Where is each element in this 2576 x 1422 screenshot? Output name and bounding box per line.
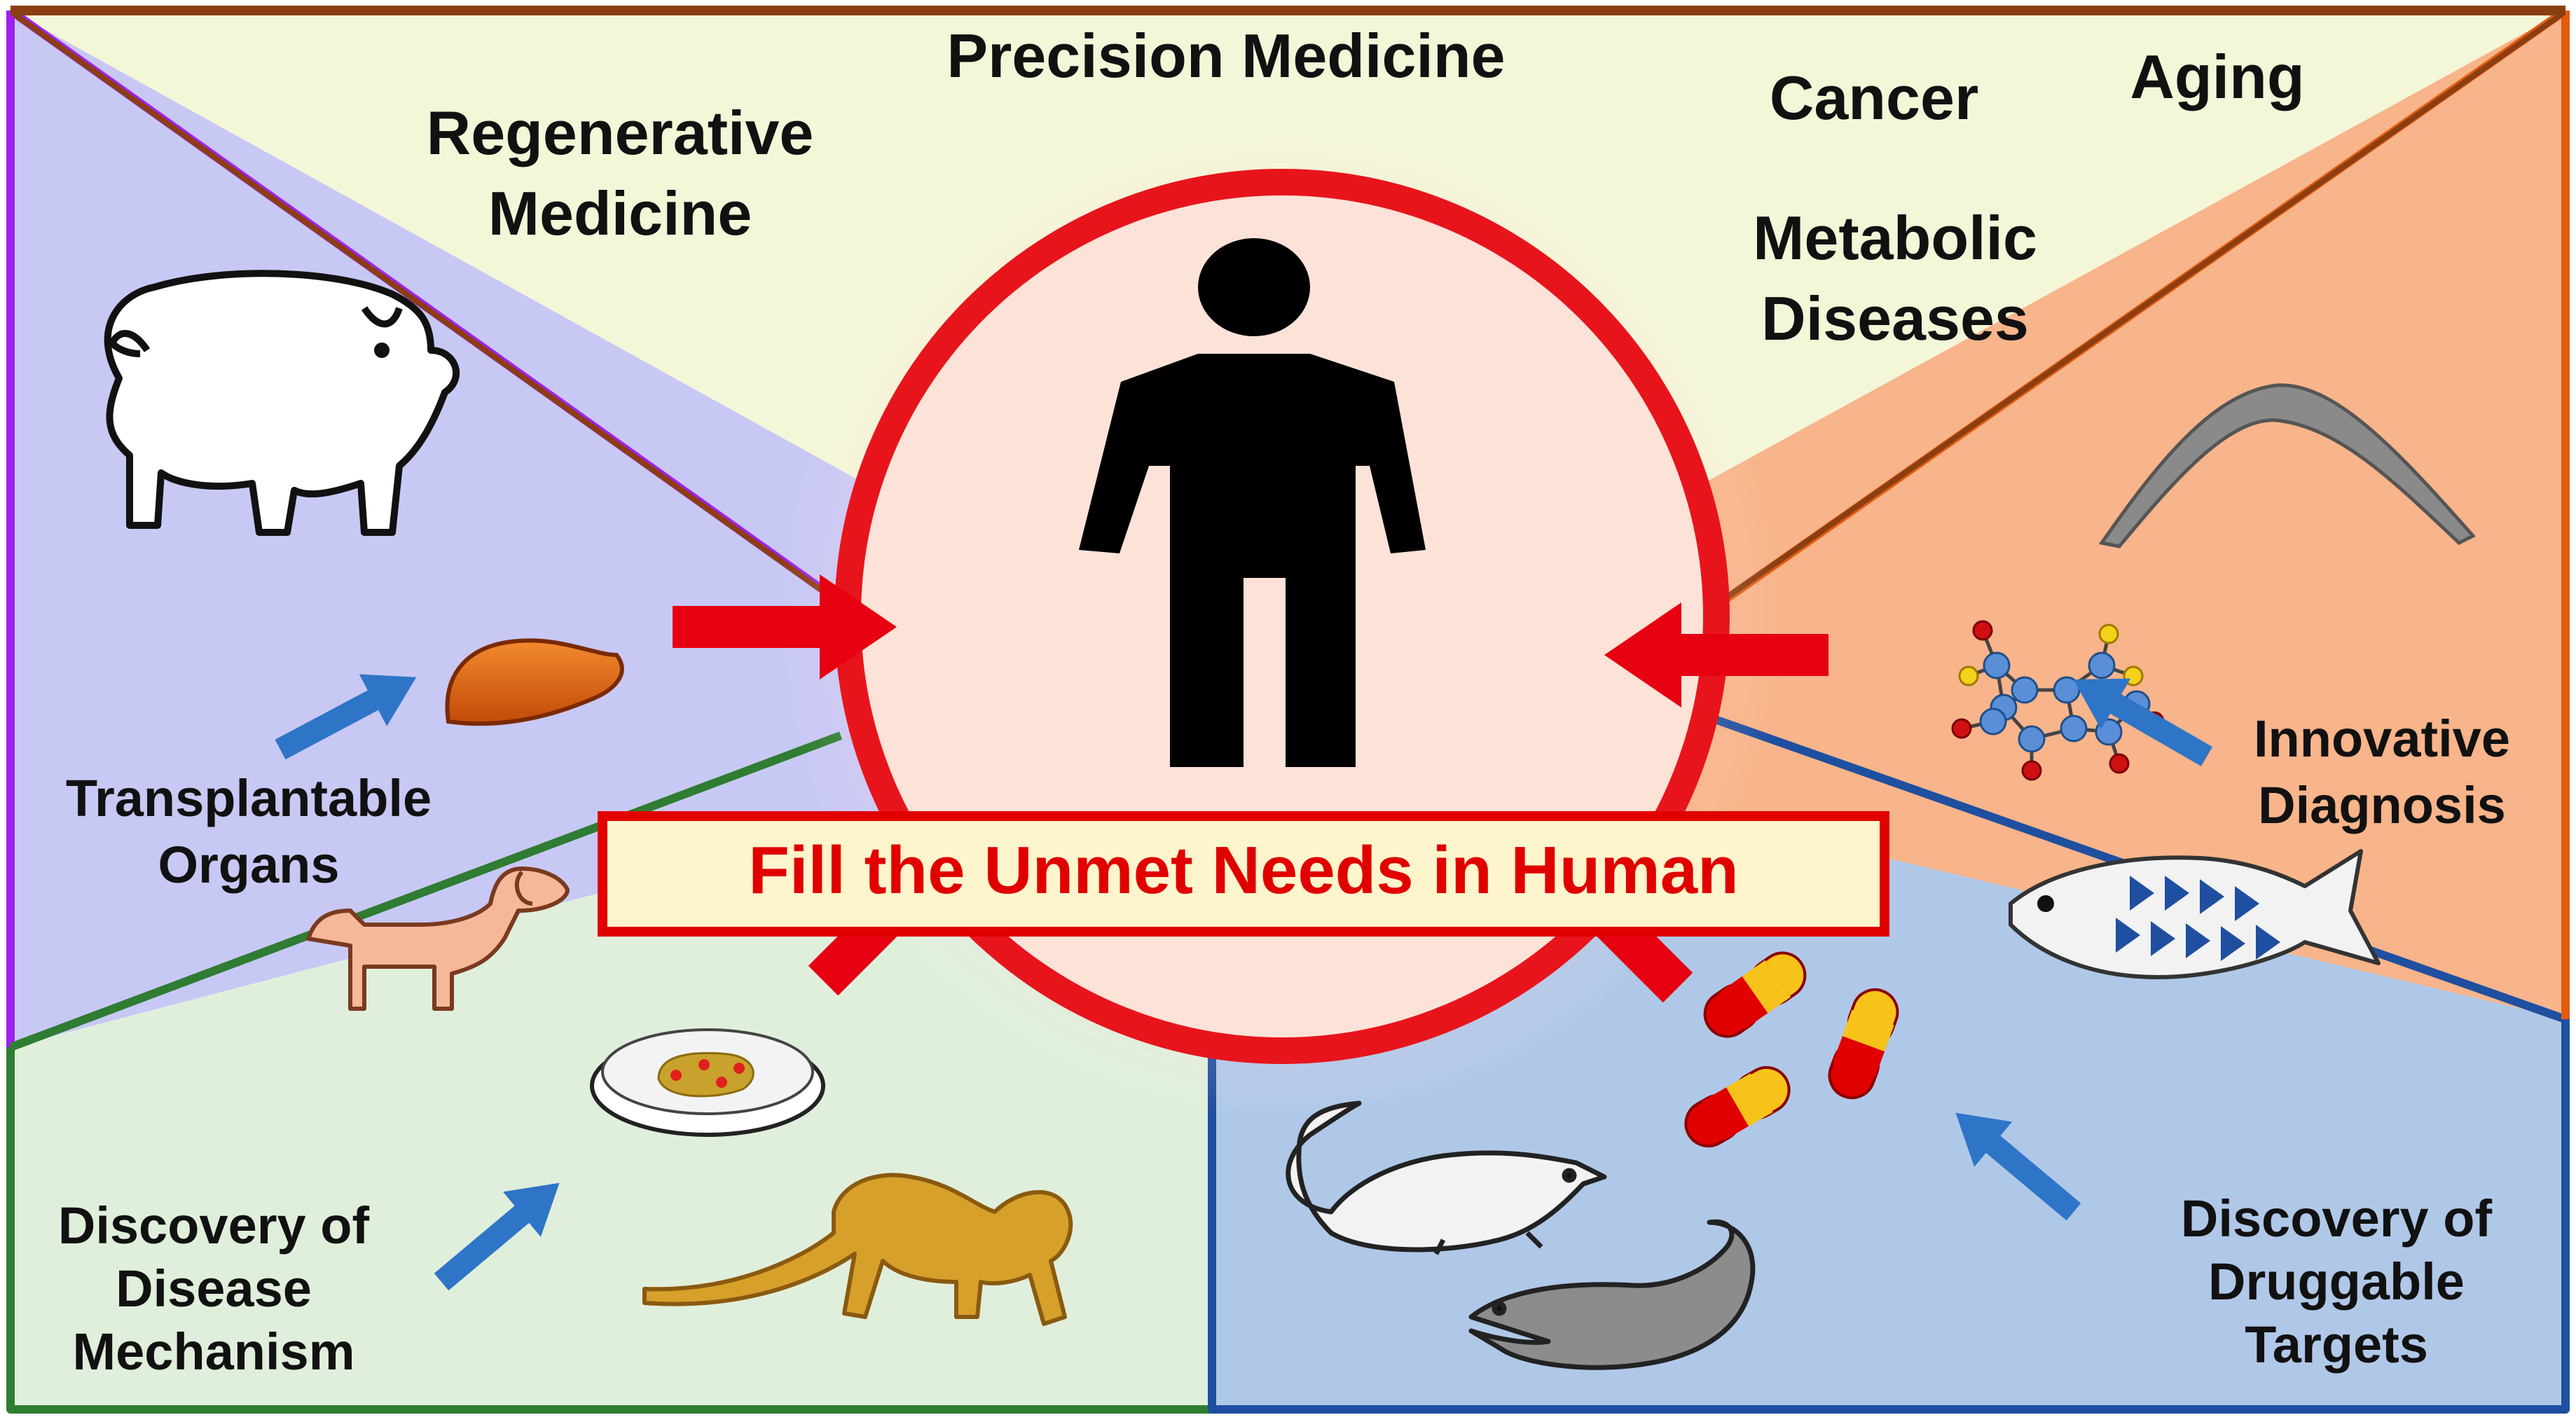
banner: Fill the Unmet Needs in Human: [598, 811, 1889, 937]
liver-icon: [445, 638, 624, 726]
label-disease-mechanism-line1: Discovery of: [58, 1196, 370, 1255]
pig-icon: [104, 270, 460, 536]
label-cancer: Cancer: [1770, 63, 1978, 132]
label-metabolic-line1: Metabolic: [1753, 203, 2037, 272]
zebrafish-icon: [2009, 849, 2381, 979]
label-innovative-line2: Diagnosis: [2258, 776, 2506, 834]
label-transplantable-line1: Transplantable: [66, 769, 432, 827]
human-figure-icon: [1079, 238, 1426, 767]
label-precision-medicine: Precision Medicine: [946, 21, 1505, 90]
label-metabolic-line2: Diseases: [1761, 284, 2029, 353]
label-druggable-line1: Discovery of: [2181, 1189, 2493, 1248]
petri-dish-icon: [590, 1028, 825, 1137]
rat-icon: [1286, 1100, 1607, 1255]
banner-text: Fill the Unmet Needs in Human: [748, 833, 1739, 908]
label-disease-mechanism-line2: Disease: [116, 1259, 312, 1318]
monkey-icon: [642, 1173, 1073, 1326]
label-druggable-line2: Druggable: [2208, 1252, 2465, 1311]
label-disease-mechanism-line3: Mechanism: [72, 1323, 354, 1381]
label-regenerative-line1: Regenerative: [427, 98, 814, 167]
panel-borders: [6, 6, 2570, 1414]
label-transplantable-line2: Organs: [158, 836, 339, 894]
label-druggable-line3: Targets: [2245, 1316, 2428, 1374]
capsule-icon: [1684, 951, 1899, 1147]
label-regenerative-line2: Medicine: [488, 179, 752, 248]
label-innovative-line1: Innovative: [2254, 710, 2510, 768]
label-aging: Aging: [2130, 42, 2304, 111]
dog-icon: [306, 867, 570, 1011]
worm-icon: [2098, 383, 2477, 548]
mouse-icon: [1468, 1219, 1756, 1370]
